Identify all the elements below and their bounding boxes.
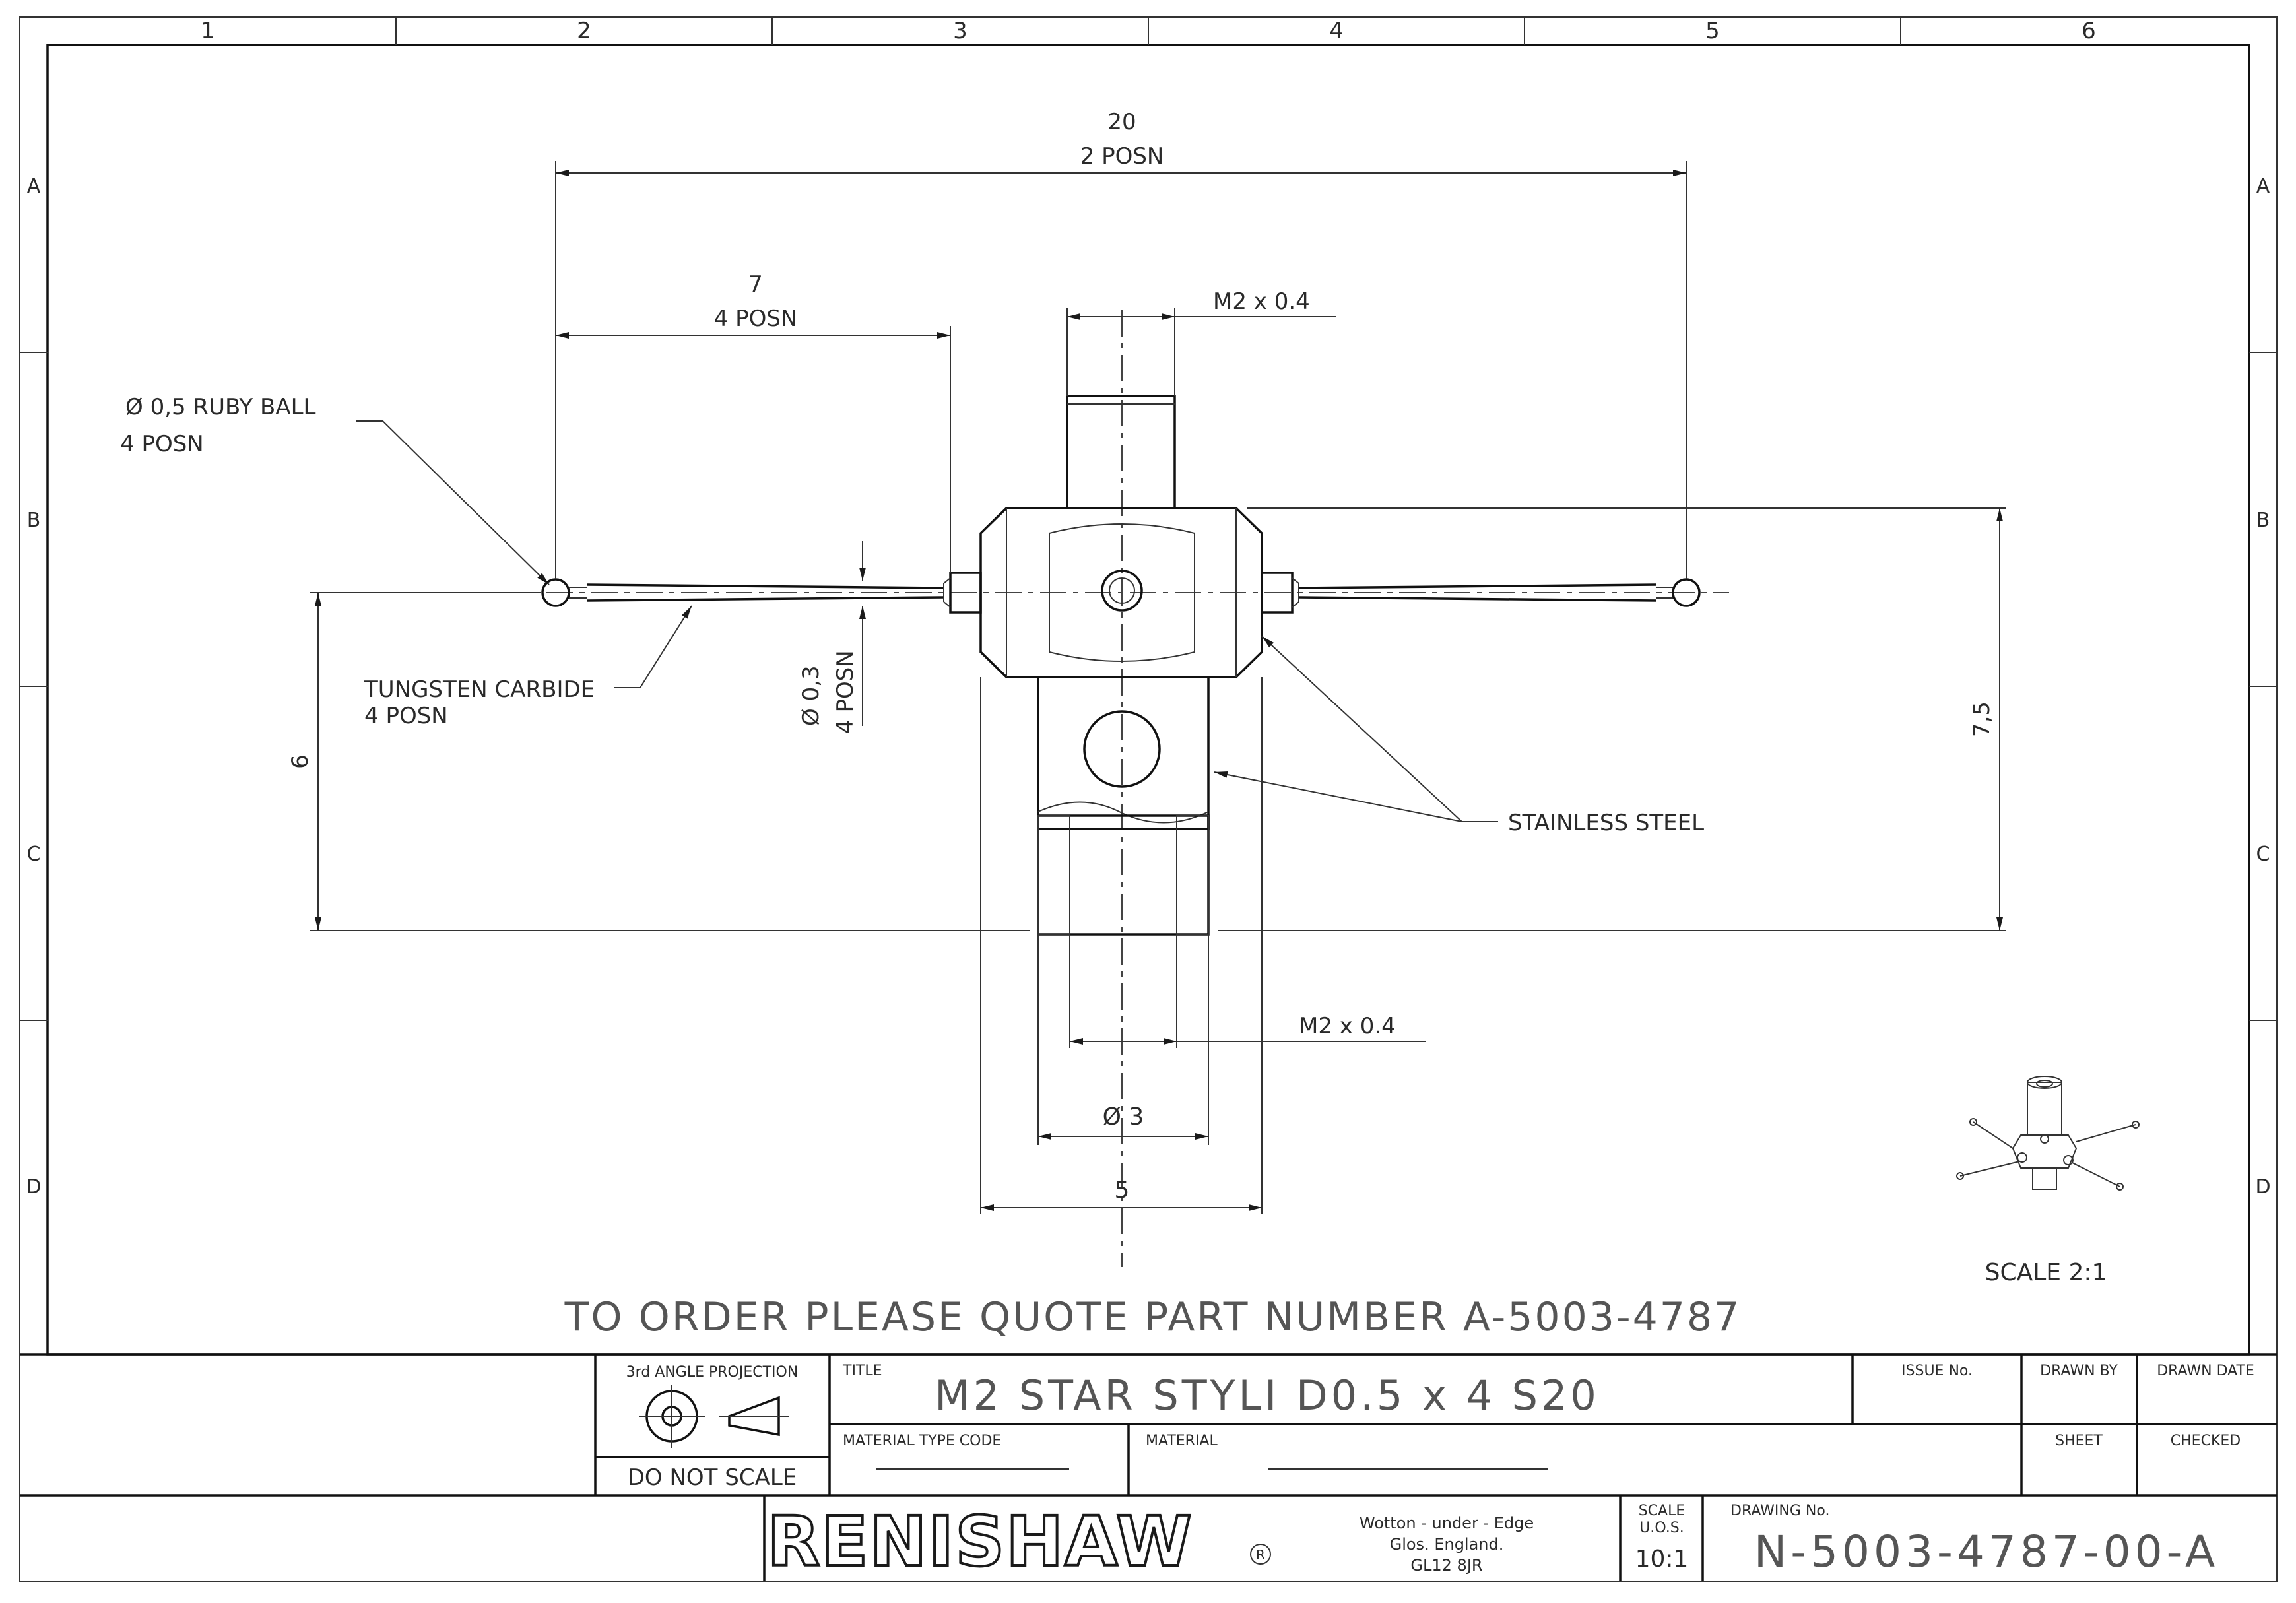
border-row-label: B — [2256, 509, 2270, 532]
dim-overall-width: 20 — [1107, 109, 1136, 135]
dimension-lines — [310, 161, 2006, 1214]
border-column-label: 5 — [1705, 18, 1720, 44]
border-column-label: 3 — [953, 18, 968, 44]
drawing-frame — [19, 16, 2278, 1582]
scale-note: SCALE 2:1 — [1985, 1259, 2107, 1286]
scale-value: 10:1 — [1635, 1546, 1689, 1573]
material-type-code-label: MATERIAL TYPE CODE — [843, 1433, 1001, 1449]
border-row-label: C — [2256, 843, 2270, 866]
dim-bore-dia: Ø 3 — [1103, 1103, 1144, 1130]
border-column-label: 4 — [1329, 18, 1344, 44]
dim-stem-dia-note: 4 POSN — [832, 650, 859, 734]
border-column-label: 2 — [577, 18, 591, 44]
isometric-view — [1956, 1076, 2140, 1191]
stylus-part — [502, 310, 1729, 1267]
sheet-label: SHEET — [2055, 1433, 2103, 1449]
do-not-scale-label: DO NOT SCALE — [628, 1464, 797, 1491]
renishaw-logo: RENISHAW — [767, 1501, 1193, 1582]
scale-uos-label: U.O.S. — [1639, 1520, 1684, 1536]
lower-cross-hole — [1083, 710, 1161, 788]
border-row-label: A — [27, 175, 41, 198]
projection-label: 3rd ANGLE PROJECTION — [626, 1364, 799, 1381]
dim-thread-bottom: M2 x 0.4 — [1299, 1013, 1396, 1039]
address-line-3: GL12 8JR — [1410, 1556, 1482, 1575]
registered-mark-letter: R — [1256, 1547, 1265, 1563]
border-row-label: D — [26, 1175, 41, 1198]
title-label: TITLE — [842, 1363, 882, 1379]
border-row-label: A — [2256, 175, 2270, 198]
right-stylus — [1261, 572, 1701, 614]
dim-arm-length: 7 — [748, 271, 763, 298]
dim-body-width: 5 — [1115, 1177, 1130, 1204]
dim-thread-top: M2 x 0.4 — [1213, 288, 1310, 315]
dim-ruby-ball-note: 4 POSN — [120, 431, 204, 457]
drawing-number: N-5003-4787-00-A — [1754, 1526, 2219, 1577]
registered-mark-icon — [1250, 1544, 1271, 1565]
third-angle-projection-symbol — [639, 1385, 789, 1448]
socket-section — [1037, 814, 1210, 936]
border-row-label: D — [2255, 1175, 2270, 1198]
dim-overall-width-note: 2 POSN — [1080, 143, 1164, 170]
order-note: TO ORDER PLEASE QUOTE PART NUMBER A-5003… — [564, 1294, 1742, 1340]
dim-stainless: STAINLESS STEEL — [1508, 810, 1704, 836]
drawn-by-label: DRAWN BY — [2040, 1363, 2118, 1379]
cross-hole — [1101, 570, 1143, 612]
border-row-label: B — [27, 509, 41, 532]
drawing-title: M2 STAR STYLI D0.5 x 4 S20 — [935, 1371, 1600, 1420]
left-stylus — [541, 572, 982, 614]
address-line-1: Wotton - under - Edge — [1360, 1514, 1534, 1532]
scale-label: SCALE — [1639, 1503, 1686, 1519]
drawing-no-label: DRAWING No. — [1730, 1503, 1829, 1519]
border-column-label: 1 — [201, 18, 215, 44]
dim-ruby-ball: Ø 0,5 RUBY BALL — [125, 394, 316, 420]
issue-label: ISSUE No. — [1901, 1363, 1973, 1379]
dim-height-right: 7,5 — [1969, 702, 1995, 737]
dim-arm-length-note: 4 POSN — [714, 306, 798, 332]
top-threaded-stud — [1066, 395, 1176, 509]
material-label: MATERIAL — [1146, 1433, 1218, 1449]
checked-label: CHECKED — [2171, 1433, 2241, 1449]
border-column-label: 6 — [2082, 18, 2096, 44]
dim-tungsten: TUNGSTEN CARBIDE — [364, 676, 595, 703]
lower-body — [1037, 676, 1210, 830]
dim-tungsten-note: 4 POSN — [364, 703, 448, 729]
border-row-label: C — [27, 843, 41, 866]
drawn-date-label: DRAWN DATE — [2157, 1363, 2254, 1379]
title-block — [20, 1353, 2277, 1581]
address-line-2: Glos. England. — [1390, 1535, 1504, 1554]
dim-stem-dia: Ø 0,3 — [798, 665, 824, 726]
dim-height-left: 6 — [287, 754, 313, 769]
